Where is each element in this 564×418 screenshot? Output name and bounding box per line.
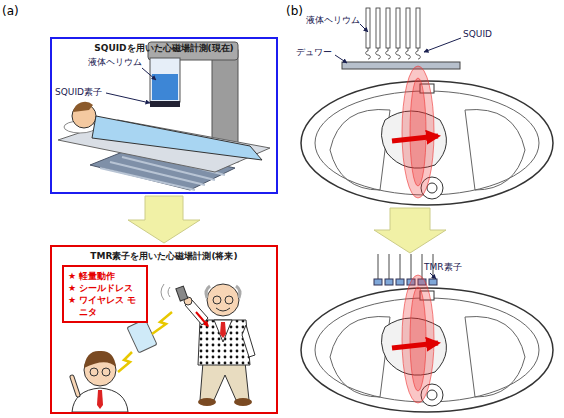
tmr-wearable-scene: [118, 352, 132, 372]
tmr-wearable-scene: [72, 377, 78, 395]
tmr-wearable-scene: [225, 296, 233, 304]
squid-scanner-scene: [73, 102, 93, 112]
squid-scanner-scene: [142, 68, 156, 80]
tmr-wearable-scene: [196, 312, 208, 326]
tmr-wearable-scene: [72, 377, 78, 395]
tmr-wearable-scene: [127, 319, 157, 353]
feature-item: ★ ワイヤレス モニタ: [68, 294, 143, 318]
tmr-array-diagram: [301, 254, 553, 412]
panel-title: SQUIDを用いた心磁場計測(現在): [52, 42, 276, 54]
squid-scanner-scene: [92, 116, 262, 160]
tmr-array-diagram: [396, 279, 404, 285]
squid-array-diagram: [410, 78, 426, 186]
tmr-wearable-scene: [216, 308, 230, 311]
squid-scanner-scene: [150, 101, 180, 107]
squid-array-diagram: [335, 55, 347, 63]
tmr-wearable-scene: [161, 284, 170, 300]
squid-scanner-scene: [106, 93, 150, 103]
squid-array-diagram: [366, 48, 421, 59]
tmr-array-diagram: [429, 279, 437, 285]
tmr-wearable-scene: [72, 388, 128, 412]
tmr-array-diagram: [430, 273, 436, 279]
tmr-wearable-scene: [242, 325, 255, 357]
panel-title: TMR素子を用いた心磁場計測(将来): [52, 250, 276, 262]
squid-array-diagram: [402, 66, 434, 198]
tmr-wearable-scene: [84, 351, 116, 368]
squid-scanner-scene: [58, 42, 270, 190]
tmr-wearable-scene: [220, 322, 226, 338]
squid-scanner-scene: [152, 74, 178, 100]
squid-array-diagram: [424, 38, 461, 52]
squid-array-diagram: [342, 62, 460, 69]
squid-array-diagram: [416, 8, 420, 48]
part-label: SQUID素子: [55, 88, 102, 97]
tmr-wearable-scene: [198, 398, 216, 406]
squid-array-diagram: [376, 8, 380, 48]
feature-box: ★ 軽量動作★ シールドレス★ ワイヤレス モニタ: [62, 265, 148, 323]
tmr-wearable-scene: [206, 286, 240, 298]
squid-array-diagram: [366, 8, 370, 48]
part-label: 液体ヘリウム: [88, 58, 142, 67]
panel-box: TMR素子を用いた心磁場計測(将来) ★ 軽量動作★ シールドレス★ ワイヤレス …: [50, 245, 278, 414]
squid-array-diagram: [360, 24, 368, 32]
tmr-wearable-scene: [90, 368, 98, 376]
tmr-wearable-scene: [200, 362, 249, 400]
tmr-wearable-scene: [207, 284, 239, 316]
part-label: デュワー: [296, 48, 332, 57]
squid-scanner-scene: [150, 58, 180, 102]
panel-label: (a): [2, 5, 19, 17]
transition-arrow: [374, 208, 446, 253]
tmr-array-diagram: [385, 279, 393, 285]
flow-arrow: [128, 196, 200, 243]
squid-array-diagram: [386, 8, 390, 48]
panel-label: (b): [286, 5, 303, 17]
squid-array-diagram: [396, 8, 400, 48]
feature-item: ★ シールドレス: [68, 282, 143, 294]
panel-box: SQUIDを用いた心磁場計測(現在): [50, 37, 278, 194]
squid-array-diagram: [392, 136, 438, 141]
part-label: 液体ヘリウム: [306, 16, 360, 25]
tmr-array-diagram: [392, 343, 438, 348]
part-label: TMR素子: [424, 263, 462, 272]
tmr-array-diagram: [374, 279, 382, 285]
tmr-wearable-scene: [152, 312, 172, 334]
feature-item: ★ 軽量動作: [68, 270, 143, 282]
tmr-wearable-scene: [234, 398, 252, 406]
tmr-wearable-scene: [102, 368, 110, 376]
tmr-wearable-scene: [176, 286, 188, 301]
squid-array-diagram: [406, 8, 410, 48]
part-label: SQUID: [463, 30, 492, 39]
tmr-wearable-scene: [214, 320, 232, 342]
tmr-array-diagram: [402, 275, 434, 403]
tmr-array-diagram: [410, 287, 426, 391]
squid-array-diagram: [301, 8, 553, 205]
tmr-wearable-scene: [213, 296, 221, 304]
tmr-wearable-scene: [198, 320, 250, 365]
tmr-wearable-scene: [97, 390, 103, 409]
